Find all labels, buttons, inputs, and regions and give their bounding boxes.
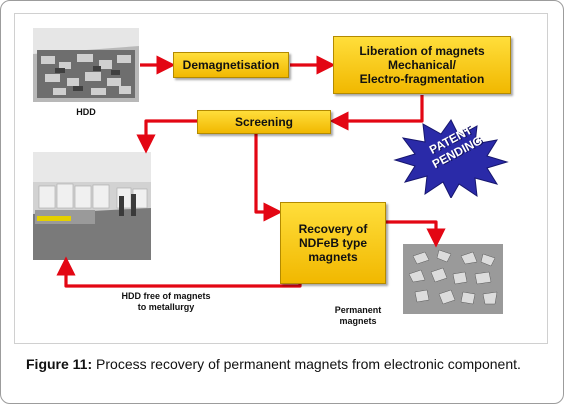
figure-label: Figure 11:: [26, 356, 93, 372]
magnets-photo-illustration: [403, 244, 503, 314]
arrow-recovery-to-factory: [56, 256, 302, 288]
permanent-magnets-photo: [403, 244, 503, 314]
arrow-screening-to-factory: [136, 119, 197, 154]
screening-box: Screening: [197, 110, 331, 134]
arrow-screening-to-recovery: [254, 134, 283, 222]
factory-photo-illustration: [33, 152, 151, 260]
recovery-box: Recovery of NDFeB type magnets: [280, 202, 386, 284]
patent-pending-starburst: [393, 119, 509, 198]
permanent-magnets-label: Permanent magnets: [334, 305, 382, 326]
hdd-photo-illustration: [33, 28, 139, 102]
factory-photo: [33, 152, 151, 260]
demagnetisation-box: Demagnetisation: [173, 52, 289, 78]
arrow-liberation-to-screening: [329, 95, 424, 131]
figure-caption: Figure 11: Process recovery of permanent…: [26, 355, 539, 373]
hdd-label: HDD: [76, 107, 96, 117]
starburst-shape: [393, 119, 509, 198]
hdd-photo: [33, 28, 139, 102]
liberation-box: Liberation of magnets Mechanical/ Electr…: [333, 36, 511, 94]
figure-caption-text: Process recovery of permanent magnets fr…: [92, 356, 521, 372]
hdd-free-label: HDD free of magnets to metallurgy: [121, 291, 211, 312]
arrow-recovery-to-magnets: [386, 220, 446, 248]
